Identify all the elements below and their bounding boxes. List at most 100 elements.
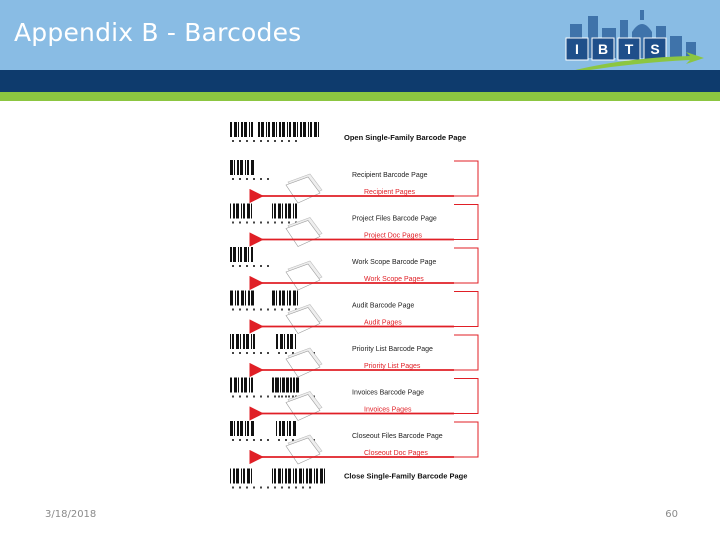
barcode-digit bbox=[267, 140, 269, 142]
barcode-digit bbox=[253, 395, 255, 398]
barcode-digit bbox=[239, 308, 241, 311]
barcode-bar bbox=[244, 377, 247, 393]
barcode-bar bbox=[230, 468, 231, 484]
barcode-digit bbox=[274, 308, 276, 311]
group-bracket bbox=[454, 204, 479, 240]
barcode-bar bbox=[241, 468, 242, 484]
barcode-bar bbox=[296, 377, 299, 393]
barcode-digit bbox=[260, 395, 262, 398]
barcode-digit bbox=[246, 178, 248, 180]
barcode-page-label: Work Scope Barcode Page bbox=[352, 259, 436, 266]
barcode-bar bbox=[249, 122, 250, 137]
barcode-bar bbox=[285, 468, 287, 484]
barcode-digit bbox=[239, 265, 241, 267]
barcode-digit bbox=[267, 308, 269, 311]
barcode-bar bbox=[236, 334, 239, 349]
barcode-bar bbox=[309, 468, 312, 484]
barcode-bar bbox=[324, 468, 325, 484]
barcode-digit bbox=[239, 140, 241, 142]
barcode-bar bbox=[237, 421, 239, 436]
barcode-digit bbox=[260, 221, 262, 224]
group-bracket bbox=[454, 247, 479, 284]
barcode-digit bbox=[292, 395, 294, 398]
barcode-digit bbox=[232, 221, 234, 224]
barcode-digit bbox=[278, 439, 280, 441]
barcode-bar bbox=[282, 421, 285, 436]
barcode-bar bbox=[243, 468, 245, 484]
barcode-bar bbox=[251, 290, 254, 306]
barcode-bar bbox=[230, 334, 231, 349]
barcode-bar bbox=[288, 468, 291, 484]
barcode-bar bbox=[287, 290, 288, 306]
barcode-bar bbox=[246, 334, 249, 349]
barcode-bar bbox=[251, 334, 252, 349]
barcode-bar bbox=[289, 421, 291, 436]
barcode-bar bbox=[293, 203, 294, 219]
barcode-digit bbox=[253, 439, 255, 441]
barcode-page-label: Closeout Files Barcode Page bbox=[352, 433, 443, 440]
barcode-bar bbox=[249, 377, 250, 393]
barcode-digit bbox=[278, 395, 280, 398]
barcode-bar bbox=[230, 421, 233, 436]
barcode-bar bbox=[279, 290, 281, 306]
barcode-bar bbox=[234, 377, 237, 393]
pages-label: Audit Pages bbox=[364, 320, 402, 327]
barcode-digit bbox=[288, 140, 290, 142]
barcode-bar bbox=[233, 468, 235, 484]
barcode-bar bbox=[282, 290, 285, 306]
barcode-bar bbox=[314, 122, 317, 137]
barcode-bar bbox=[295, 203, 297, 219]
logo-letter: T bbox=[625, 41, 634, 57]
barcode-bar bbox=[245, 290, 246, 306]
barcode-digit bbox=[274, 221, 276, 224]
barcode-bar bbox=[235, 290, 236, 306]
barcode-bar bbox=[230, 377, 232, 393]
barcode-bar bbox=[230, 203, 231, 219]
barcode-bar bbox=[300, 122, 302, 137]
barcode-bar bbox=[237, 290, 239, 306]
barcode-digit bbox=[246, 352, 248, 354]
barcode-bar bbox=[233, 203, 235, 219]
barcode-digit bbox=[260, 439, 262, 441]
barcode-digit bbox=[232, 486, 234, 489]
barcode-digit bbox=[288, 486, 290, 489]
barcode-bar bbox=[245, 421, 246, 436]
barcode-bar bbox=[314, 468, 315, 484]
barcode-bar bbox=[279, 122, 281, 137]
barcode-bar bbox=[247, 203, 250, 219]
slide-title: Appendix B - Barcodes bbox=[14, 18, 302, 47]
barcode-digit bbox=[232, 308, 234, 311]
group-bracket bbox=[454, 291, 479, 327]
barcode-digit bbox=[281, 140, 283, 142]
barcode-digit bbox=[278, 352, 280, 354]
barcode-bar bbox=[274, 203, 276, 219]
barcode-bar bbox=[293, 290, 296, 306]
barcode-digit bbox=[253, 265, 255, 267]
barcode-bar bbox=[230, 160, 233, 175]
barcode-digit bbox=[246, 140, 248, 142]
logo-letter: B bbox=[598, 41, 608, 57]
barcode-bar bbox=[274, 468, 276, 484]
barcode-digit bbox=[267, 221, 269, 224]
barcode-digit bbox=[239, 395, 241, 398]
barcode-bar bbox=[290, 377, 291, 393]
barcode-digit bbox=[239, 352, 241, 354]
barcode-bar bbox=[247, 160, 249, 175]
barcode-bar bbox=[236, 203, 239, 219]
barcode-digit bbox=[246, 308, 248, 311]
barcode-bar bbox=[278, 203, 281, 219]
barcode-bar bbox=[287, 122, 288, 137]
barcode-digit bbox=[285, 352, 287, 354]
barcode-digit bbox=[253, 140, 255, 142]
barcode-bar bbox=[297, 122, 298, 137]
barcode-digit bbox=[267, 486, 269, 489]
footer-date: 3/18/2018 bbox=[45, 509, 97, 520]
barcode-bar bbox=[230, 290, 233, 306]
barcode-bar bbox=[318, 122, 319, 137]
barcode-bar bbox=[245, 160, 246, 175]
barcode-bar bbox=[276, 122, 277, 137]
barcode-digit bbox=[274, 486, 276, 489]
barcode-digit bbox=[232, 140, 234, 142]
barcode-sequence-figure: Open Single-Family Barcode PageRecipient… bbox=[230, 122, 479, 489]
barcode-bar bbox=[230, 122, 232, 137]
